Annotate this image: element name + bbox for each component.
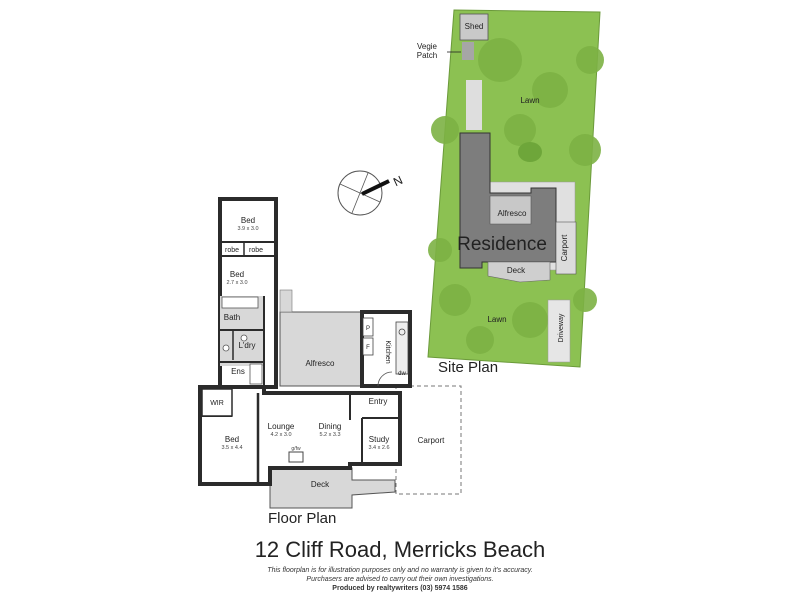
bed1-dims: 3.9 x 3.0 [237,226,258,232]
north-arrow-icon [361,179,390,196]
site-lawn-top-label: Lawn [520,96,539,105]
site-shed-label: Shed [465,22,484,31]
floor-plan: Bed 3.9 x 3.0 robe robe Bed 2.7 x 3.0 Ba… [198,197,462,509]
fridge-icon [362,337,374,356]
sink-icon [398,328,406,336]
fireplace-icon [288,451,304,463]
property-address: 12 Cliff Road, Merricks Beach [254,537,546,562]
site-driveway-label: Driveway [558,313,565,342]
robe2-label: robe [249,247,263,254]
heater-label: g/fw [291,446,301,452]
floor-plan-title: Floor Plan [268,510,337,527]
bed3-label: Bed [225,435,239,444]
bed2-dims: 2.7 x 3.0 [226,280,247,286]
disclaimer-line-3: Produced by realtywriters (03) 5974 1586 [332,585,468,592]
site-deck-label: Deck [507,266,526,275]
disclaimer-line-2: Purchasers are advised to carry out thei… [306,576,494,583]
bath-label: Bath [224,313,240,322]
site-alfresco-label: Alfresco [498,209,527,218]
vegie-patch [462,42,474,60]
toilet-icon [222,344,230,352]
disclaimer-line-1: This floorplan is for illustration purpo… [267,567,533,574]
site-patch-label: Patch [417,51,437,60]
entry-label: Entry [369,397,388,406]
disclaimer: This floorplan is for illustration purpo… [0,566,800,593]
site-lawn-bottom-label: Lawn [487,315,506,324]
bathtub-icon [221,296,259,309]
path-strip [466,80,482,130]
pantry-icon [362,317,374,337]
floor-alfresco-strip [279,289,293,313]
fridge-label: F [366,345,370,351]
dining-label: Dining [319,422,342,431]
site-carport [555,221,577,275]
kitchen-door-swing [377,371,393,387]
bed2-label: Bed [230,270,244,279]
ensuite-shower-icon [249,363,263,385]
site-vegie-label: Vegie [417,42,438,51]
alfresco-label: Alfresco [306,359,335,368]
site-plan: Shed Vegie Patch Lawn Alfresco Residence… [417,9,604,368]
floor-alfresco [279,311,363,387]
compass: N [337,170,405,216]
site-alfresco [489,195,532,225]
garden-bed [518,142,542,162]
basin-icon [240,334,248,342]
study-dims: 3.4 x 2.6 [368,445,389,451]
site-shed [459,13,489,41]
site-driveway [547,299,571,363]
wir-label: WIR [210,400,224,407]
floor-wir [201,388,233,417]
dw-label: dw [398,371,406,377]
pantry-label: P [366,326,370,332]
site-plan-title: Site Plan [438,359,499,376]
bed3-dims: 3.5 x 4.4 [221,445,242,451]
site-residence-label: Residence [457,234,547,255]
site-carport-label: Carport [560,234,569,261]
benchtop [395,321,409,375]
floor-deck [269,467,396,509]
lounge-label: Lounge [268,422,295,431]
lounge-dims: 4.2 x 3.0 [270,432,291,438]
kitchen-label: Kitchen [384,340,391,363]
floor-carport [395,385,462,495]
ens-label: Ens [231,367,245,376]
ldry-label: L'dry [238,341,255,350]
tree-canopies [428,38,604,354]
deck-label: Deck [311,480,330,489]
carport-label: Carport [418,436,445,445]
site-deck [487,261,551,283]
compass-north-label: N [391,173,405,189]
dining-dims: 5.2 x 3.3 [319,432,340,438]
robe1-label: robe [225,247,239,254]
bed1-label: Bed [241,216,255,225]
study-label: Study [369,435,389,444]
